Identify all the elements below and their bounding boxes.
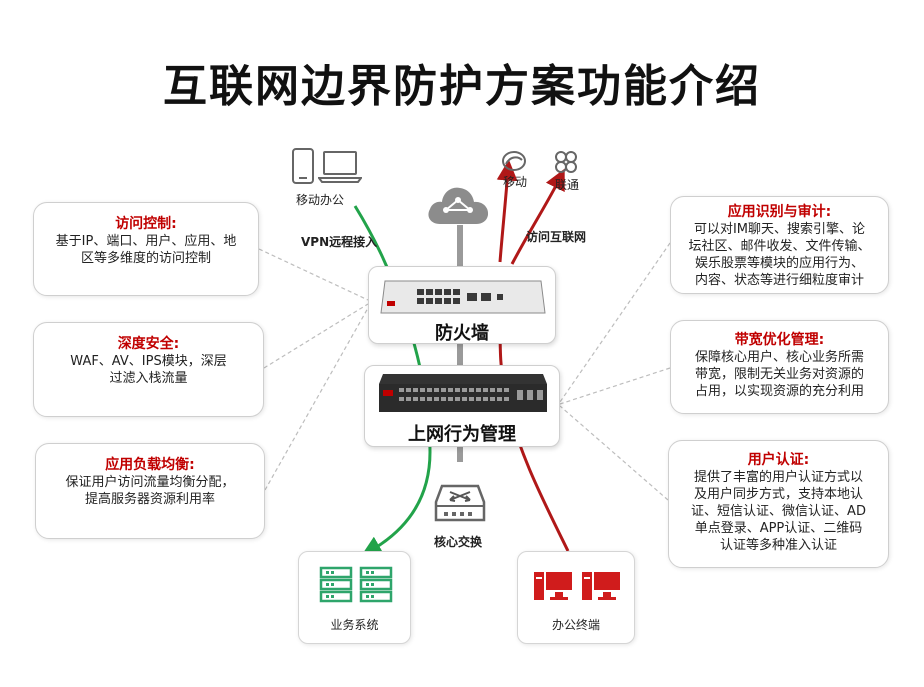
dash-left-1 xyxy=(258,248,369,301)
card-body-line: 占用，以实现资源的充分利用 xyxy=(694,384,864,399)
china-mobile-label: 移动 xyxy=(503,175,528,189)
internet-line-mobile xyxy=(496,159,518,263)
core-switch-icon xyxy=(434,484,486,522)
card-heading: 应用识别与审计: xyxy=(727,204,832,220)
card-body-line: 认证等多种准入认证 xyxy=(719,538,837,553)
card-body-line: 内容、状态等进行细粒度审计 xyxy=(694,273,864,288)
behavior-management-device: 上网行为管理 xyxy=(364,365,560,447)
card-bandwidth: 带宽优化管理: 保障核心用户、核心业务所需 带宽，限制无关业务对资源的 占用，以… xyxy=(670,320,889,414)
card-heading: 访问控制: xyxy=(115,216,177,232)
card-body-line: 保障核心用户、核心业务所需 xyxy=(694,350,864,365)
card-body-line: 提高服务器资源利用率 xyxy=(84,492,215,507)
firewall-device: 防火墙 xyxy=(368,266,556,344)
card-body-line: 单点登录、APP认证、二维码 xyxy=(694,521,863,536)
desktop-computer-icon xyxy=(534,572,572,600)
card-load-balance: 应用负载均衡: 保证用户访问流量均衡分配， 提高服务器资源利用率 xyxy=(35,443,265,539)
card-heading: 深度安全: xyxy=(117,336,180,352)
internet-cloud-icon xyxy=(428,187,489,224)
card-deep-security: 深度安全: WAF、AV、IPS模块，深层 过滤入栈流量 xyxy=(33,322,264,417)
card-body-line: 保证用户访问流量均衡分配， xyxy=(65,475,235,490)
page-title: 互联网边界防护方案功能介绍 xyxy=(163,61,761,112)
internet-access-label: 访问互联网 xyxy=(526,230,587,244)
dash-right-1b xyxy=(559,367,671,405)
business-system-box: 业务系统 xyxy=(298,551,411,644)
server-icon xyxy=(319,566,353,603)
card-access-control: 访问控制: 基于IP、端口、用户、应用、地 区等多维度的访问控制 xyxy=(33,202,259,296)
behavior-management-label: 上网行为管理 xyxy=(408,424,516,445)
server-icon xyxy=(359,566,393,603)
card-body-line: 过滤入栈流量 xyxy=(109,371,188,386)
china-unicom-label: 联通 xyxy=(555,178,580,192)
laptop-icon xyxy=(318,151,362,183)
core-switch-label: 核心交换 xyxy=(434,535,483,549)
card-body-line: 区等多维度的访问控制 xyxy=(80,251,211,266)
card-body-line: WAF、AV、IPS模块，深层 xyxy=(70,354,227,369)
card-body-line: 证、短信认证、微信认证、AD xyxy=(691,504,866,519)
office-terminal-box: 办公终端 xyxy=(517,551,635,644)
china-mobile-icon xyxy=(502,151,526,171)
dash-left-3 xyxy=(264,307,369,491)
dash-right-1a xyxy=(559,242,671,403)
card-body-line: 及用户同步方式，支持本地认 xyxy=(693,487,863,502)
card-app-audit: 应用识别与审计: 可以对IM聊天、搜索引擎、论 坛社区、邮件收发、文件传输、 娱… xyxy=(670,196,889,294)
mobile-office-label: 移动办公 xyxy=(296,193,345,207)
desktop-computer-icon xyxy=(582,572,620,600)
card-heading: 应用负载均衡: xyxy=(105,457,195,473)
switch-appliance-icon xyxy=(379,374,547,412)
firewall-label: 防火墙 xyxy=(435,323,489,344)
card-heading: 用户认证: xyxy=(747,452,810,468)
dash-right-1c xyxy=(559,405,669,501)
phone-icon xyxy=(292,148,314,184)
card-body-line: 带宽，限制无关业务对资源的 xyxy=(694,367,864,382)
card-body-line: 提供了丰富的用户认证方式以 xyxy=(693,470,863,485)
card-body-line: 娱乐股票等模块的应用行为、 xyxy=(694,256,864,271)
internet-line-unicom xyxy=(510,168,565,265)
firewall-appliance-icon xyxy=(380,280,546,314)
card-body-line: 基于IP、端口、用户、应用、地 xyxy=(55,234,237,249)
business-system-label: 业务系统 xyxy=(330,618,379,632)
dash-left-2 xyxy=(263,303,369,369)
card-body-line: 可以对IM聊天、搜索引擎、论 xyxy=(693,222,866,237)
card-heading: 带宽优化管理: xyxy=(734,332,825,348)
card-body-line: 坛社区、邮件收发、文件传输、 xyxy=(688,239,871,254)
card-user-auth: 用户认证: 提供了丰富的用户认证方式以 及用户同步方式，支持本地认 证、短信认证… xyxy=(668,440,889,568)
vpn-label: VPN远程接入 xyxy=(301,235,378,249)
china-unicom-icon xyxy=(555,151,577,173)
office-terminal-label: 办公终端 xyxy=(551,618,600,632)
